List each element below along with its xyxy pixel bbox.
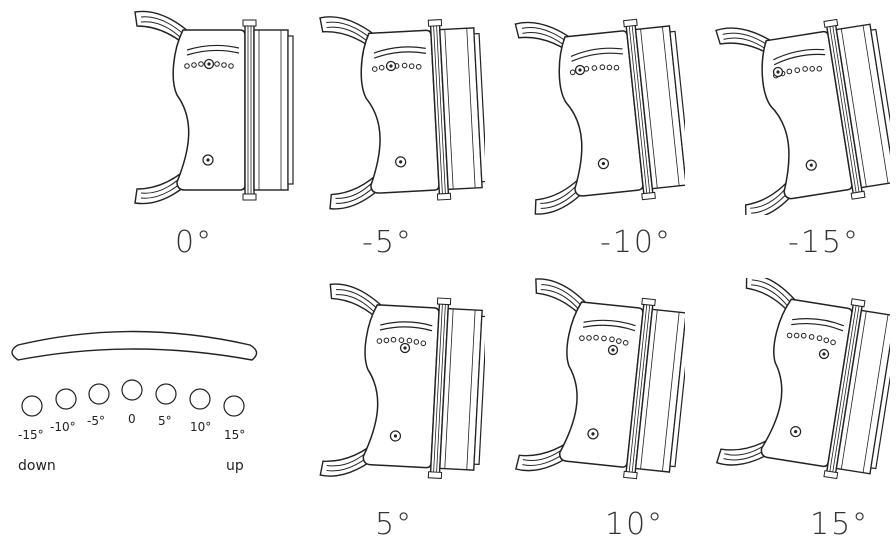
- angle-label-5: 5°: [375, 507, 414, 542]
- hole-label-5: 5°: [158, 414, 172, 428]
- tilt-scale-legend: -15° -10° -5° 0 5° 10° 15° down up: [0, 300, 270, 500]
- fixture-drawing: [319, 283, 485, 485]
- angle-label-minus10: -10°: [600, 225, 672, 260]
- angle-label-0: 0°: [175, 225, 214, 260]
- hole-minus5: [88, 383, 110, 405]
- hole-label-15: 15°: [224, 428, 246, 442]
- hole-label-minus10: -10°: [50, 420, 76, 434]
- angle-label-minus5: -5°: [362, 225, 413, 260]
- angle-label-15: 15°: [810, 507, 870, 542]
- fixture-0deg: [105, 0, 295, 215]
- fixture-drawing: [715, 4, 890, 215]
- fixture-10deg: [495, 278, 685, 493]
- fixture-15deg: [700, 278, 890, 493]
- hole-15: [223, 395, 245, 417]
- hole-label-minus5: -5°: [87, 414, 105, 428]
- fixture-drawing: [514, 6, 685, 215]
- hole-0: [121, 379, 143, 401]
- fixture-drawing: [515, 278, 685, 487]
- hole-10: [189, 388, 211, 410]
- fixture-minus10deg: [495, 0, 685, 215]
- scale-arc: [11, 330, 258, 361]
- hole-label-minus15: -15°: [18, 428, 44, 442]
- fixture-drawing: [715, 278, 890, 489]
- hole-5: [155, 383, 177, 405]
- hole-label-0: 0: [128, 412, 136, 426]
- fixture-5deg: [295, 278, 485, 493]
- fixture-drawing: [134, 10, 294, 205]
- down-label: down: [18, 458, 56, 474]
- hole-minus10: [55, 388, 77, 410]
- hole-label-10: 10°: [190, 420, 212, 434]
- fixture-minus5deg: [295, 0, 485, 215]
- fixture-minus15deg: [700, 0, 890, 215]
- angle-label-minus15: -15°: [788, 225, 860, 260]
- up-label: up: [226, 458, 244, 474]
- scale-drawing: [11, 330, 258, 417]
- angle-label-10: 10°: [605, 507, 665, 542]
- hole-minus15: [21, 395, 43, 417]
- fixture-drawing: [319, 8, 485, 210]
